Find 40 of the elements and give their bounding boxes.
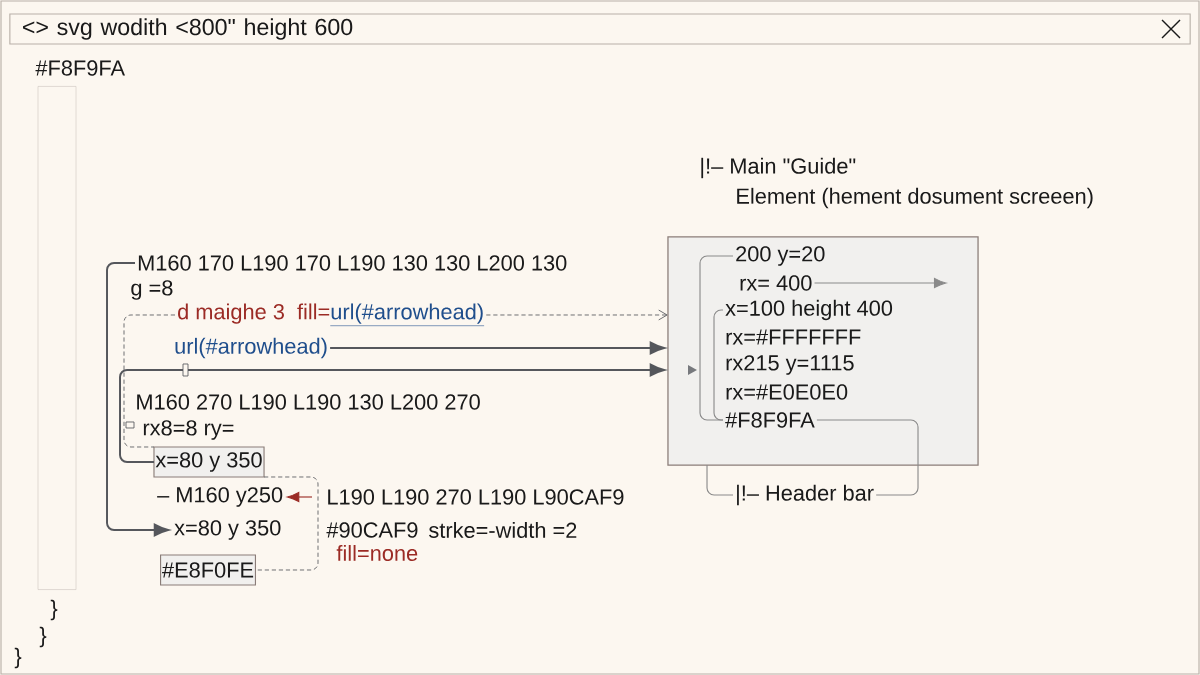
code-label: M160 270 L190 L190 130 L200 270 [137,394,480,410]
code-text: – M160 y250 [157,487,283,507]
arrow [814,277,947,289]
code-label: strke=-width =2 [429,522,577,538]
arrow [286,491,313,503]
code-text: x=100 height 400 [725,299,893,321]
code-label: L190 L190 270 L190 L90CAF9 [328,489,624,505]
code-text: rx=#FFFFFFF [726,329,861,345]
code-text: url(#arrowhead) [175,337,327,359]
code-label: rx8=8 ry= [143,420,234,440]
code-box: x=80 y 350 [153,446,265,478]
code-text: x=80 y 350 [174,520,281,540]
code-text: rx215 y=1115 [726,355,854,375]
arrow [119,363,665,463]
element-box [667,236,979,466]
code-text: M160 170 L190 170 L190 130 130 L200 130 [138,255,567,271]
code-label: } [14,647,22,669]
code-label: #F8F9FA [35,60,125,76]
code-box: #E8F0FE [160,554,256,586]
code-label: |!– Main "Guide" [701,157,856,179]
code-text: #F8F9FA [725,412,815,428]
header-bar: <> svg wodith <800" height 600 [9,13,1191,45]
code-label: g =8 [131,280,173,300]
side-panel [37,86,77,590]
arrow [329,341,665,355]
code-text: rx=#E0E0E0 [726,384,848,400]
arrow [106,262,170,537]
code-label: #90CAF9 [326,522,418,538]
dashed-arrow [485,309,668,321]
connector-line [699,255,734,421]
code-text: rx= 400 [740,275,812,291]
code-label: Element (hement dosument screeen) [737,187,1093,209]
code-text: 200 y=20 [736,246,825,266]
connector-line [816,419,919,496]
code-label: } [39,626,47,648]
code-label: fill=none [336,545,418,561]
connector-line [713,309,724,421]
connector-line [706,464,734,496]
code-text: |!– Header bar [737,484,874,506]
code-text: d maighe 3 fill=url(#arrowhead) [178,303,485,326]
